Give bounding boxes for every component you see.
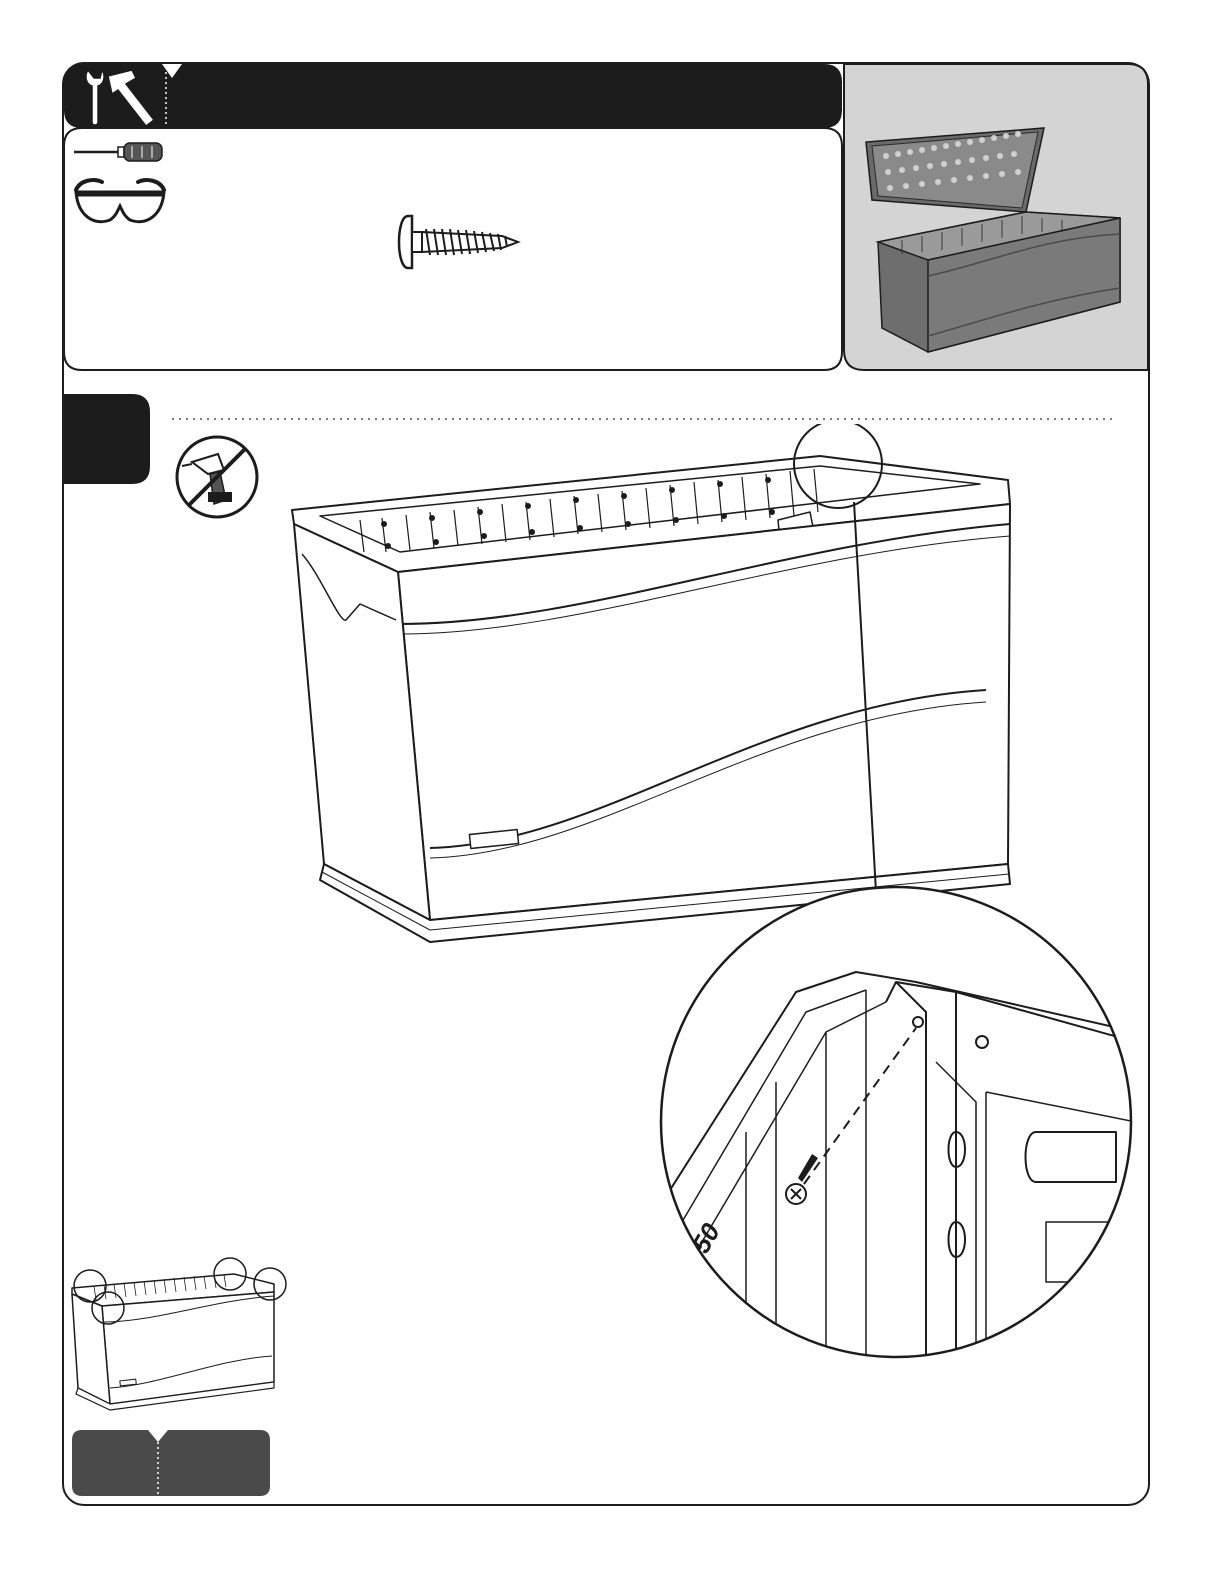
power-drill-icon (174, 434, 260, 520)
footer-page-number (160, 1446, 268, 1476)
hammer-wrench-icon (80, 66, 164, 128)
dotted-separator (172, 414, 1116, 424)
substep-number (62, 420, 150, 460)
storage-box-assembly (280, 424, 1020, 948)
header-title (180, 78, 800, 114)
safety-glasses-icon (70, 176, 170, 232)
callout-leader-line (840, 500, 900, 900)
hardware-quantity (400, 282, 530, 302)
preview-panel (842, 62, 1150, 374)
footer-page-label (72, 1446, 156, 1476)
screw-icon (394, 212, 524, 274)
storage-box-screw-locations (64, 1256, 290, 1412)
screwdriver-icon (72, 140, 168, 164)
corner-screw-detail (656, 882, 1136, 1362)
